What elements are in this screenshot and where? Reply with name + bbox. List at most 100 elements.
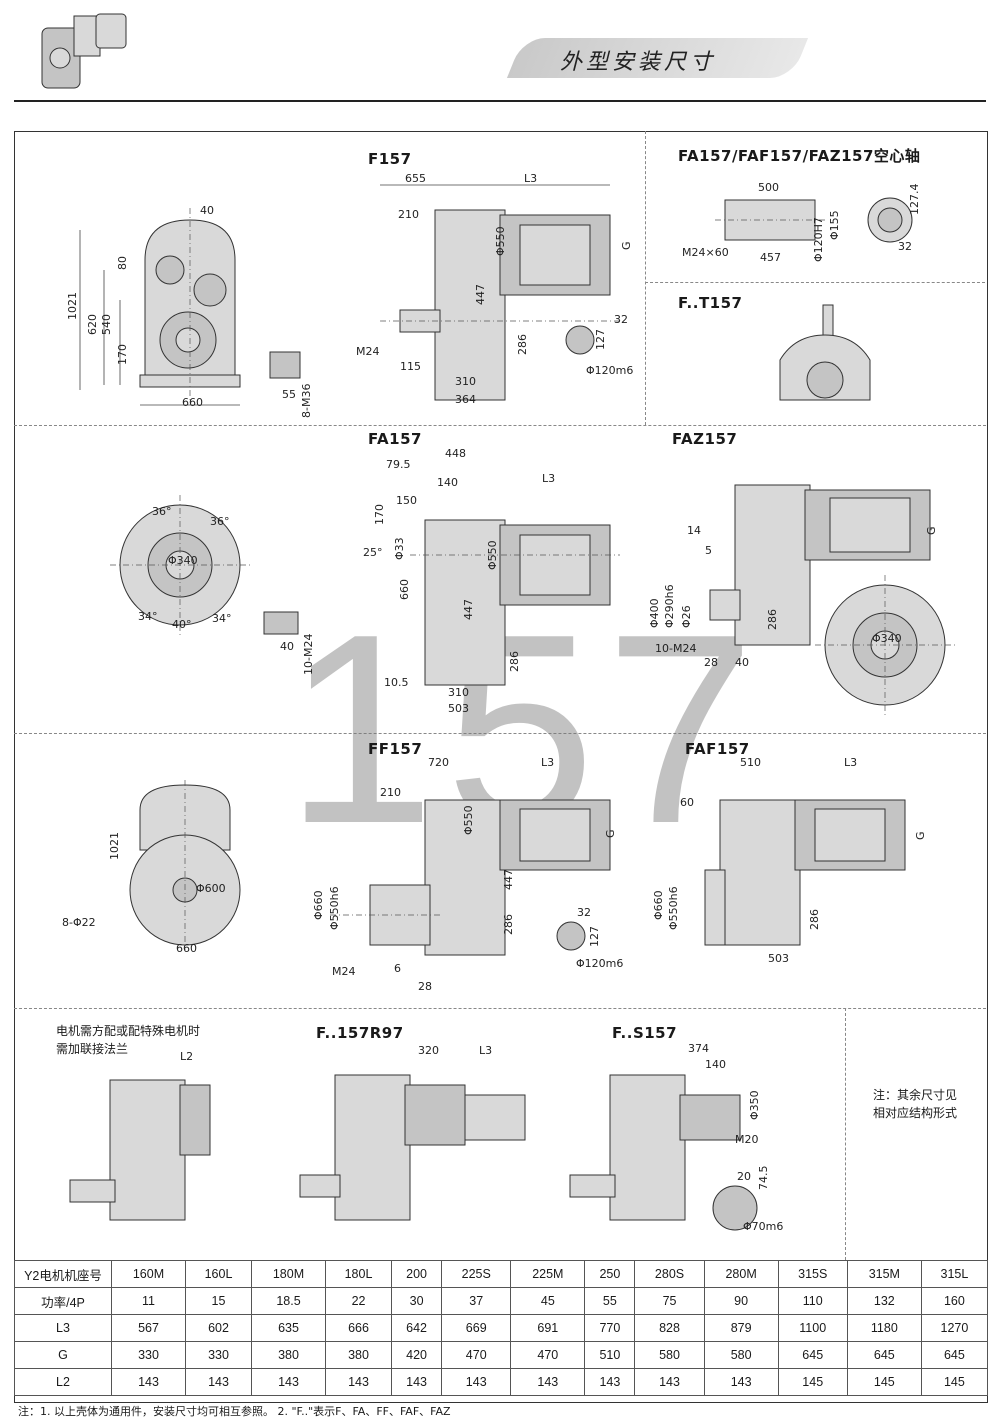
dim-label: 286	[766, 609, 779, 630]
table-cell: G	[14, 1341, 112, 1369]
table-cell: 510	[584, 1341, 636, 1369]
dim-label: 447	[462, 599, 475, 620]
table-cell: 642	[391, 1314, 443, 1342]
dim-label: Φ400	[648, 598, 661, 628]
table-header-cell: 200	[391, 1260, 443, 1288]
table-cell: 145	[846, 1368, 922, 1396]
dim-label: 310	[455, 375, 476, 388]
divider-row-3	[14, 1008, 986, 1009]
dim-label: G	[604, 829, 617, 838]
dim-label: 286	[808, 909, 821, 930]
table-cell: 143	[584, 1368, 636, 1396]
dim-label: 210	[380, 786, 401, 799]
divider-col-bottom	[845, 1008, 846, 1260]
dim-label: 140	[437, 476, 458, 489]
table-row: L3 567 602 635 666 642 669 691 770 828 8…	[14, 1314, 989, 1342]
dim-label: 503	[448, 702, 469, 715]
dim-label: Φ660	[652, 890, 665, 920]
table-header-cell: 180M	[251, 1260, 326, 1288]
dim-label: L3	[524, 172, 538, 185]
dim-label: 10-M24	[655, 642, 697, 655]
table-header-cell: 160M	[111, 1260, 186, 1288]
table-cell: 470	[441, 1341, 512, 1369]
dim-label: 40	[280, 640, 294, 653]
dim-label: G	[925, 526, 938, 535]
table-header-cell: 315L	[920, 1260, 989, 1288]
table-cell: 602	[184, 1314, 253, 1342]
table-cell: 11	[111, 1287, 186, 1315]
dim-label: 364	[455, 393, 476, 406]
dim-label: 660	[182, 396, 203, 409]
table-cell: 691	[510, 1314, 586, 1342]
dim-label: Φ120m6	[586, 364, 634, 377]
table-header-cell: 315M	[846, 1260, 922, 1288]
dim-label: 80	[116, 256, 129, 270]
dim-label: 127	[588, 926, 601, 947]
dim-label: 55	[282, 388, 296, 401]
dim-label: 60	[680, 796, 694, 809]
motor-flange-drawing	[69, 1079, 211, 1221]
dim-label: 320	[418, 1044, 439, 1057]
header-rule	[14, 100, 986, 102]
table-cell: 828	[634, 1314, 705, 1342]
fs157-drawing	[569, 1074, 758, 1231]
dim-label: 720	[428, 756, 449, 769]
dim-label: Φ550h6	[328, 886, 341, 930]
f157r97-drawing	[299, 1074, 526, 1221]
table-cell: 30	[391, 1287, 443, 1315]
table-cell: 1180	[846, 1314, 922, 1342]
table-cell: 645	[777, 1341, 848, 1369]
dim-label: 40	[200, 204, 214, 217]
dim-label: 457	[760, 251, 781, 264]
table-cell: 1270	[920, 1314, 989, 1342]
dim-label: Φ155	[828, 210, 841, 240]
dim-label: 32	[898, 240, 912, 253]
table-cell: 143	[184, 1368, 253, 1396]
dim-label: L2	[180, 1050, 194, 1063]
dim-label: 10.5	[384, 676, 409, 689]
table-cell: 580	[634, 1341, 705, 1369]
table-cell: 666	[324, 1314, 393, 1342]
table-cell: 22	[324, 1287, 393, 1315]
dim-label: 170	[116, 344, 129, 365]
table-cell: 143	[703, 1368, 779, 1396]
table-cell: 143	[391, 1368, 443, 1396]
table-header-cell: 225S	[441, 1260, 512, 1288]
dim-label: Φ350	[748, 1090, 761, 1120]
dim-label: 34°	[212, 612, 232, 625]
table-cell: 580	[703, 1341, 779, 1369]
table-cell: 143	[324, 1368, 393, 1396]
table-cell: 160	[920, 1287, 989, 1315]
dim-label: Φ340	[168, 554, 198, 567]
f157-side-view-drawing	[380, 184, 620, 401]
divider-hollow-shaft	[645, 282, 985, 283]
dim-label: 286	[516, 334, 529, 355]
table-cell: 645	[920, 1341, 989, 1369]
other-dimensions-note: 注：其余尺寸见 相对应结构形式	[873, 1088, 958, 1120]
table-cell: 143	[251, 1368, 326, 1396]
dim-label: Φ26	[680, 605, 693, 628]
table-header-cell: 225M	[510, 1260, 586, 1288]
dim-label: Φ550	[494, 226, 507, 256]
faz157-side-view-drawing	[709, 484, 931, 646]
dim-label: 210	[398, 208, 419, 221]
table-header-cell: 250	[584, 1260, 636, 1288]
dim-label: Φ660	[312, 890, 325, 920]
table-cell: 143	[441, 1368, 512, 1396]
dim-label: 374	[688, 1042, 709, 1055]
table-header-cell: 160L	[184, 1260, 253, 1288]
section-title-fa157: FA157	[368, 430, 422, 448]
divider-row-1	[14, 425, 986, 426]
page-title: 外型安装尺寸	[560, 50, 717, 75]
dim-label: Φ550h6	[667, 886, 680, 930]
dim-label: G	[620, 241, 633, 250]
dim-label: 28	[418, 980, 432, 993]
table-cell: L3	[14, 1314, 112, 1342]
dim-label: M24×60	[682, 246, 729, 259]
faf157-side-view-drawing	[704, 799, 906, 946]
section-title-f157: F157	[368, 150, 412, 168]
table-cell: 635	[251, 1314, 326, 1342]
fa157-bolt-detail-drawing	[263, 611, 299, 635]
motor-flange-note: 电机需方配或配特殊电机时 需加联接法兰	[56, 1024, 201, 1056]
dim-label: 40°	[172, 618, 192, 631]
